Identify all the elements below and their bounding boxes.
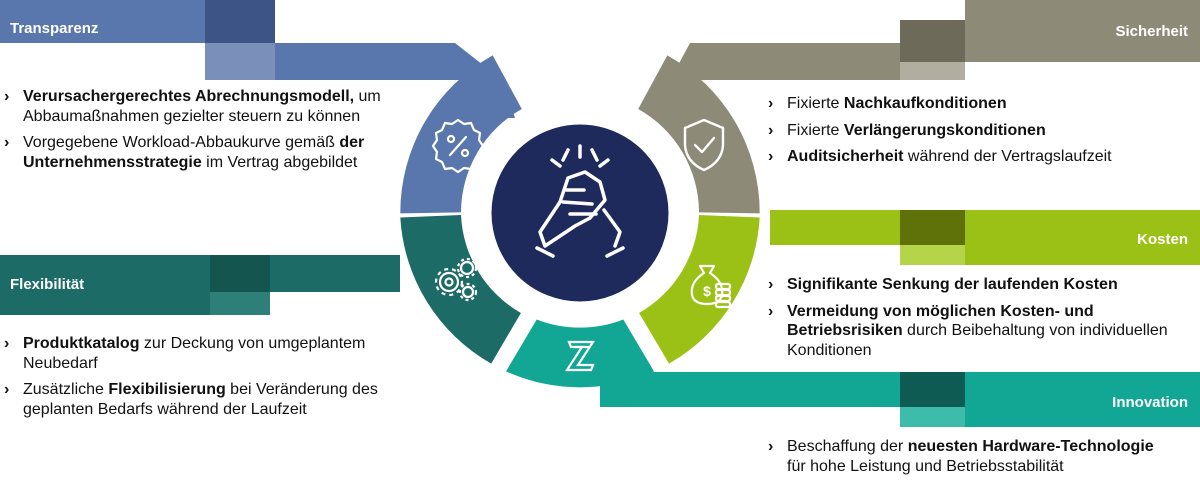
sicherheit-item: › Auditsicherheit während der Vertragslau… bbox=[768, 147, 1188, 167]
bullet-marker: › bbox=[768, 302, 774, 320]
item-text: Vorgegebene Workload-Abbaukurve gemäß bbox=[23, 134, 340, 151]
flexibilitaet-item: › Zusätzliche Flexibilisierung bei Veränd… bbox=[4, 380, 444, 419]
bullet-marker: › bbox=[4, 134, 10, 151]
item-text: im Vertrag abgebildet bbox=[201, 153, 358, 171]
kosten-title: Kosten bbox=[1137, 231, 1188, 248]
kosten-list: › Signifikante Senkung der laufenden Kost… bbox=[768, 275, 1188, 367]
item-text: während der Vertragslaufzeit bbox=[903, 148, 1112, 165]
percent-badge-icon bbox=[431, 118, 485, 174]
innovation-item: › Beschaffung der neuesten Hardware-Techn… bbox=[768, 437, 1168, 476]
transparenz-item: › Vorgegebene Workload-Abbaukurve gemäß d… bbox=[4, 133, 404, 172]
transparenz-item: › Verursachergerechtes Abrechnungsmodell,… bbox=[4, 87, 404, 126]
bullet-marker: › bbox=[768, 95, 774, 112]
z-logo-icon bbox=[564, 340, 596, 372]
svg-text:$: $ bbox=[703, 283, 711, 299]
item-text: Fixierte bbox=[787, 121, 844, 139]
transparenz-title: Transparenz bbox=[10, 20, 99, 37]
gears-icon bbox=[434, 257, 478, 302]
handshake-icon bbox=[535, 144, 625, 258]
bullet-marker: › bbox=[4, 381, 10, 398]
innovation-banner bbox=[600, 372, 1200, 427]
item-text: um Abbaumaßnahmen gezielter steuern zu k… bbox=[23, 88, 381, 125]
flexibilitaet-item: › Produktkatalog zur Deckung von umgeplan… bbox=[4, 334, 444, 373]
item-text: der Unternehmensstrategie bbox=[23, 134, 365, 171]
item-text: bei Veränderung des geplanten Bedarfs wä… bbox=[23, 381, 378, 418]
sicherheit-banner bbox=[670, 0, 1200, 82]
flexibilitaet-title: Flexibilität bbox=[10, 276, 85, 293]
sicherheit-list: › Fixierte Nachkaufkonditionen › Fixierte V… bbox=[768, 94, 1188, 174]
ring bbox=[400, 55, 760, 388]
item-text: Flexibilisierung bbox=[108, 381, 226, 398]
item-text: Vermeidung von möglichen Kosten- und Bet… bbox=[787, 302, 1094, 340]
kosten-item: › Signifikante Senkung der laufenden Kost… bbox=[768, 275, 1188, 295]
innovation-list: › Beschaffung der neuesten Hardware-Techn… bbox=[768, 437, 1168, 483]
sicherheit-item: › Fixierte Nachkaufkonditionen bbox=[768, 94, 1188, 114]
ring-segment-innovation bbox=[506, 319, 654, 388]
item-text: Zusätzliche bbox=[23, 381, 109, 398]
ring-segment-flexibilitaet bbox=[400, 215, 521, 364]
ring-segment-kosten bbox=[639, 215, 760, 364]
money-bag-coins-icon: $ bbox=[690, 264, 732, 309]
item-text: Beschaffung der bbox=[787, 438, 908, 455]
ring-segment-sicherheit bbox=[638, 55, 760, 214]
item-text: Verlängerungskonditionen bbox=[843, 121, 1046, 139]
bullet-marker: › bbox=[4, 88, 10, 105]
innovation-title: Innovation bbox=[1112, 394, 1188, 411]
item-text: Produktkatalog bbox=[23, 335, 140, 352]
ring-segment-transparenz bbox=[400, 55, 522, 214]
transparenz-list: › Verursachergerechtes Abrechnungsmodell,… bbox=[4, 87, 404, 179]
item-text: Verursachergerechtes Abrechnungsmodell, bbox=[23, 88, 355, 105]
item-text: für hohe Leistung und Betriebsstabilität bbox=[787, 457, 1064, 475]
flexibilitaet-list: › Produktkatalog zur Deckung von umgeplan… bbox=[4, 334, 444, 426]
kosten-banner bbox=[770, 210, 1200, 265]
item-text: durch Beibehaltung von individuellen Kon… bbox=[787, 322, 1168, 359]
bullet-marker: › bbox=[768, 148, 774, 165]
item-text: Nachkaufkonditionen bbox=[843, 95, 1007, 112]
item-text: Signifikante Senkung der laufenden Koste… bbox=[787, 276, 1118, 293]
item-text: Fixierte bbox=[787, 95, 844, 112]
transparenz-banner bbox=[0, 0, 515, 118]
item-text: Auditsicherheit bbox=[787, 148, 904, 165]
bullet-marker: › bbox=[768, 438, 774, 455]
kosten-item: › Vermeidung von möglichen Kosten- und Be… bbox=[768, 302, 1188, 361]
bullet-marker: › bbox=[4, 335, 10, 352]
item-text: neuesten Hardware-Technologie bbox=[907, 438, 1154, 455]
bullet-marker: › bbox=[768, 121, 774, 139]
bullet-marker: › bbox=[768, 276, 774, 293]
sicherheit-title: Sicherheit bbox=[1115, 23, 1188, 40]
shield-check-icon bbox=[683, 118, 725, 172]
item-text: zur Deckung von umgeplantem Neubedarf bbox=[23, 335, 366, 372]
flexibilitaet-banner bbox=[0, 255, 400, 315]
sicherheit-item: › Fixierte Verlängerungskonditionen bbox=[768, 121, 1188, 141]
